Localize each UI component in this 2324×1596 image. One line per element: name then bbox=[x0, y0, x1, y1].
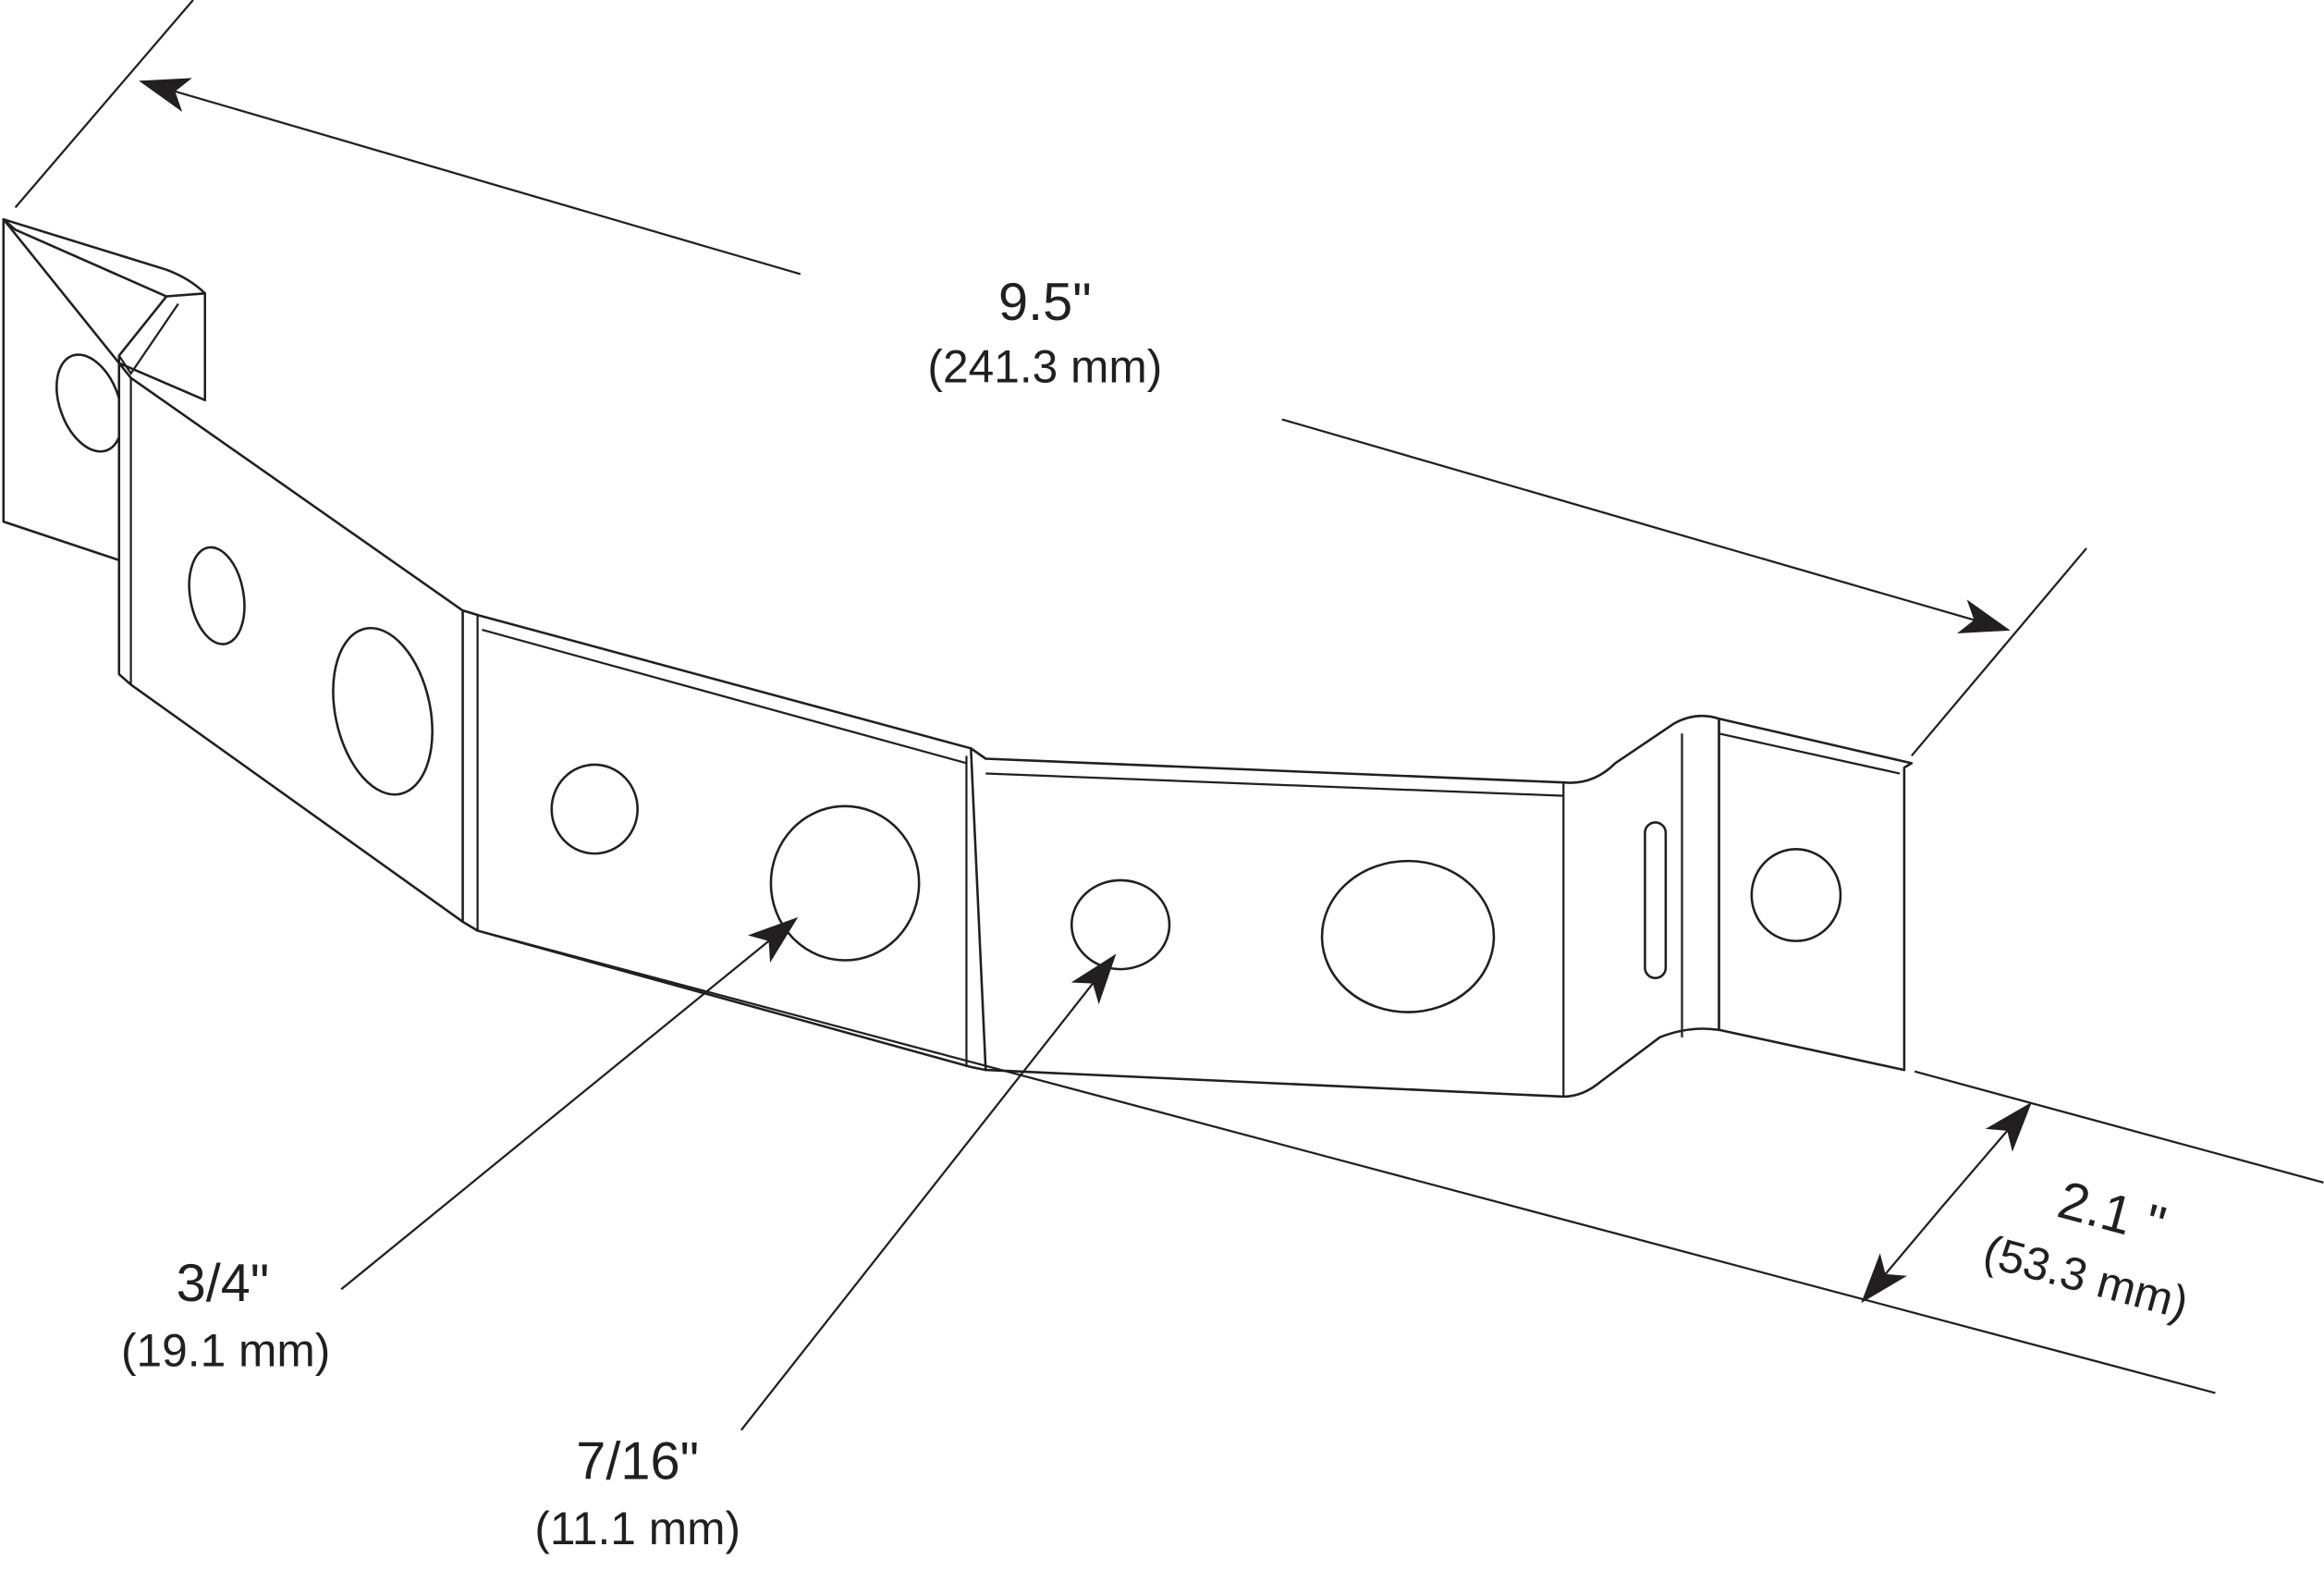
height-metric-label: (53.3 mm) bbox=[1978, 1225, 2194, 1330]
left-end-flange bbox=[2, 217, 207, 562]
large-hole-panel-1 bbox=[332, 626, 434, 796]
length-arrow-left bbox=[139, 78, 801, 276]
large-hole-panel-3 bbox=[1320, 859, 1496, 1013]
large-hole-leader bbox=[340, 916, 799, 1291]
large-hole-imperial-label: 3/4" bbox=[177, 1254, 270, 1313]
small-hole-metric-label: (11.1 mm) bbox=[534, 1503, 740, 1554]
large-hole-metric-label: (19.1 mm) bbox=[121, 1325, 330, 1377]
height-arrow-down bbox=[1861, 1207, 1942, 1304]
small-hole-leader bbox=[740, 953, 1117, 1431]
length-imperial-label: 9.5" bbox=[998, 273, 1092, 332]
dimension-lines bbox=[14, 0, 2324, 1431]
slot-hole bbox=[1644, 821, 1668, 979]
bracket-panel-2 bbox=[461, 608, 987, 1072]
right-end-flange bbox=[1718, 717, 1914, 1072]
small-hole-panel-1 bbox=[188, 546, 246, 645]
bracket-panel-1 bbox=[117, 362, 479, 932]
small-hole-panel-3 bbox=[1070, 878, 1171, 971]
small-hole-imperial-label: 7/16" bbox=[576, 1431, 699, 1491]
length-metric-label: (241.3 mm) bbox=[927, 340, 1162, 392]
length-arrow-right bbox=[1281, 418, 2011, 634]
height-imperial-label: 2.1 " bbox=[2052, 1171, 2171, 1256]
height-arrow-up bbox=[1940, 1101, 2032, 1209]
hole-right-end bbox=[1750, 848, 1842, 942]
small-hole-panel-2 bbox=[550, 763, 639, 855]
bracket-panel-3 bbox=[969, 714, 1720, 1099]
large-hole-panel-2 bbox=[769, 804, 921, 962]
